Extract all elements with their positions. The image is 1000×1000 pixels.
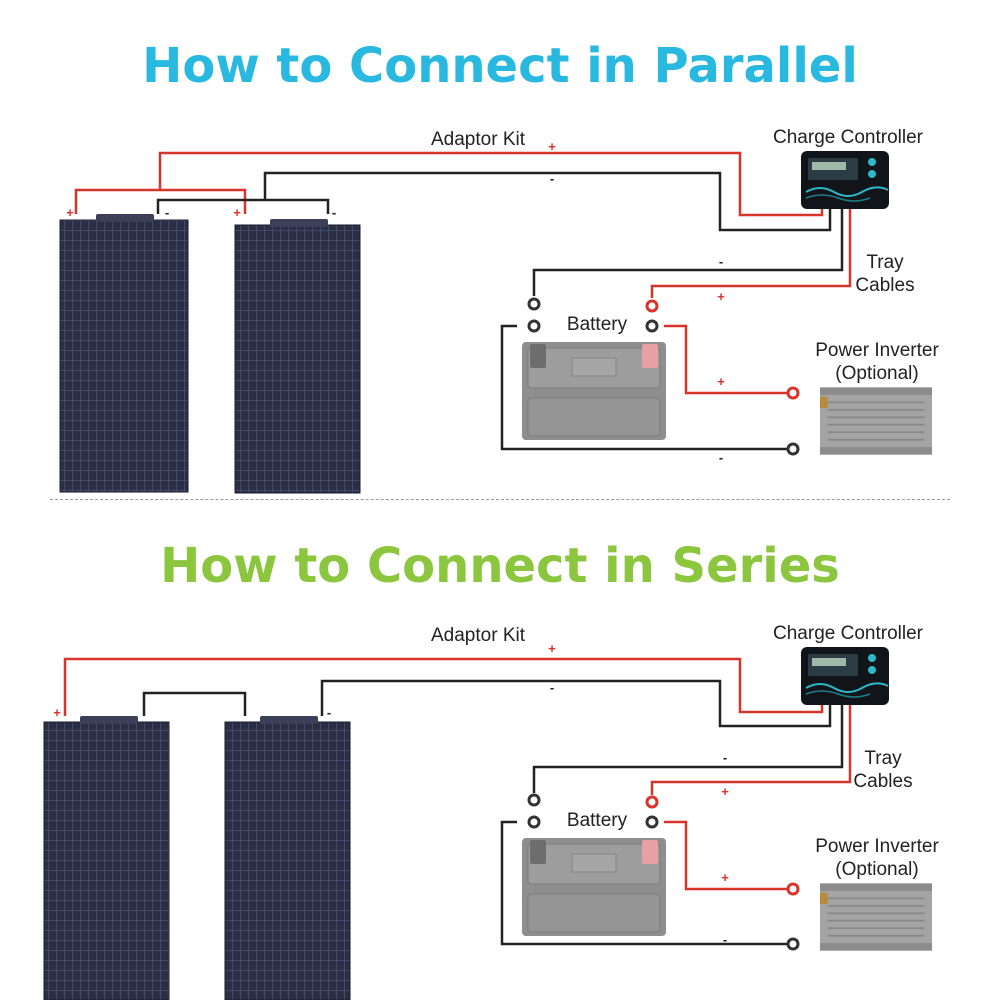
negative-wire <box>532 205 844 296</box>
minus-sign: - <box>723 750 727 765</box>
positive-wire <box>158 151 824 217</box>
adaptor-kit-label: Adaptor Kit <box>431 129 526 150</box>
power-inverter-icon <box>820 386 932 456</box>
tray-cables-label-line2: Cables <box>855 275 914 296</box>
positive-wire <box>664 324 787 395</box>
plus-sign: + <box>721 870 729 885</box>
positive-wire <box>63 657 824 716</box>
negative-wire <box>532 702 844 793</box>
minus-sign: - <box>332 205 336 220</box>
battery-label: Battery <box>567 314 628 335</box>
plus-sign: + <box>548 139 556 154</box>
inverter-label-line1: Power Inverter <box>815 340 939 361</box>
solar-panel-icon <box>59 214 189 493</box>
inverter-label-line1: Power Inverter <box>815 836 939 857</box>
minus-sign: - <box>550 680 554 695</box>
section-divider <box>50 499 950 500</box>
ring-terminal-icon <box>527 297 800 456</box>
tray-cables-label-line1: Tray <box>864 748 902 769</box>
parallel-title: How to Connect in Parallel <box>142 38 858 94</box>
parallel-wires <box>74 151 852 451</box>
plus-sign: + <box>548 641 556 656</box>
negative-wire <box>500 820 787 946</box>
series-diagram: Adaptor Kit Charge Controller Tray Cable… <box>43 623 939 1000</box>
plus-sign: + <box>717 289 725 304</box>
adaptor-kit-label: Adaptor Kit <box>431 625 526 646</box>
negative-wire <box>320 679 832 728</box>
tray-cables-label-line1: Tray <box>866 252 904 273</box>
plus-sign: + <box>721 784 729 799</box>
battery-icon <box>522 837 666 936</box>
plus-sign: + <box>233 205 241 220</box>
negative-wire <box>500 324 787 451</box>
inverter-label-line2: (Optional) <box>835 859 918 880</box>
parallel-diagram: Adaptor Kit Charge Controller Tray Cable… <box>59 127 939 494</box>
minus-sign: - <box>723 932 727 947</box>
charge-controller-label: Charge Controller <box>773 127 924 148</box>
negative-wire <box>263 171 832 232</box>
positive-wire <box>664 820 787 891</box>
solar-panel-icon <box>224 716 351 1000</box>
tray-cables-label-line2: Cables <box>853 771 912 792</box>
minus-sign: - <box>719 450 723 465</box>
charge-controller-icon <box>800 150 890 210</box>
charge-controller-label: Charge Controller <box>773 623 924 644</box>
positive-wire <box>650 702 852 795</box>
charge-controller-icon <box>800 646 890 706</box>
minus-sign: - <box>165 205 169 220</box>
plus-sign: + <box>53 705 61 720</box>
minus-sign: - <box>327 705 331 720</box>
ring-terminal-icon <box>527 793 800 951</box>
series-title: How to Connect in Series <box>160 538 840 594</box>
positive-wire <box>650 205 852 298</box>
battery-label: Battery <box>567 810 628 831</box>
plus-sign: + <box>717 374 725 389</box>
solar-panel-icon <box>43 716 170 1000</box>
negative-wire <box>156 198 330 214</box>
power-inverter-icon <box>820 882 932 952</box>
series-wires <box>63 657 852 946</box>
solar-panel-icon <box>234 219 361 494</box>
minus-sign: - <box>550 171 554 186</box>
minus-sign: - <box>719 254 723 269</box>
plus-sign: + <box>66 205 74 220</box>
battery-icon <box>522 341 666 440</box>
series-link-wire <box>142 691 247 716</box>
inverter-label-line2: (Optional) <box>835 363 918 384</box>
positive-wire <box>74 188 247 214</box>
